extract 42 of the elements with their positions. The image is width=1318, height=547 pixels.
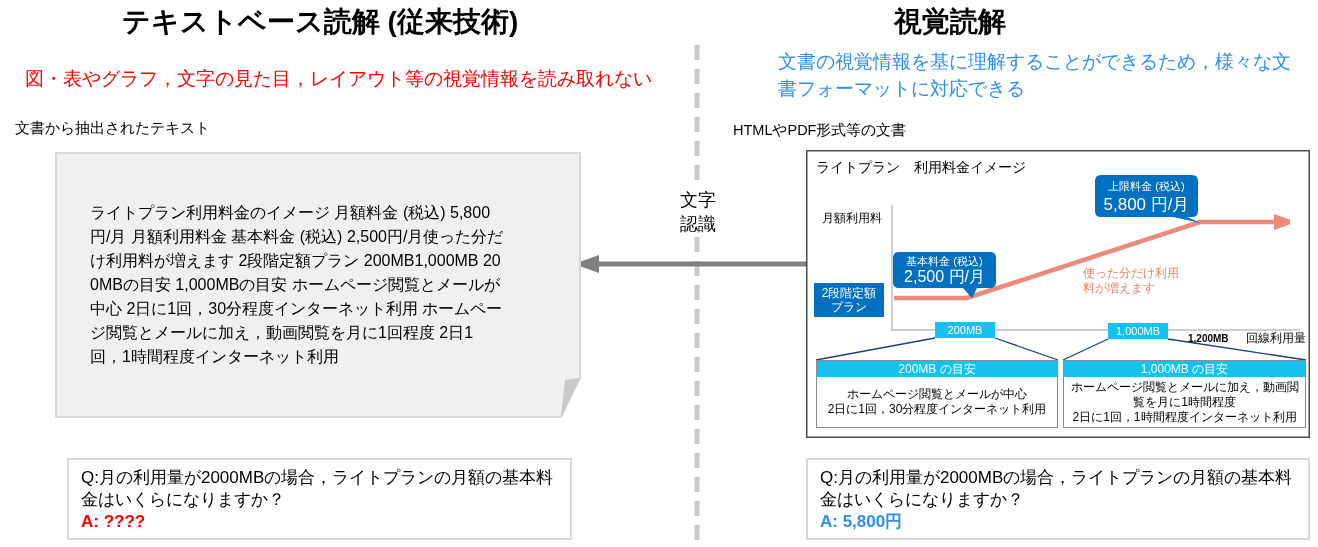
qa-box [67, 458, 572, 540]
axis-label: 月額利用料 [822, 211, 882, 225]
column-heading: 視覚読解 [894, 5, 1006, 39]
axis-label: 回線利用量 [1246, 331, 1306, 346]
caption-text: HTMLやPDF形式等の文書 [733, 121, 907, 139]
text-panel [55, 152, 581, 418]
card-note: 2日に1回，1時間程度インターネット利用 [1072, 409, 1297, 425]
column-heading: テキストベース読解 (従来技術) [121, 5, 519, 39]
limitation-note: 図・表やグラフ，文字の見た目，レイアウト等の視覚情報を読み取れない [25, 67, 652, 90]
card-note: ホームページ閲覧とメールが中心 [847, 387, 1027, 402]
connector-line [815, 337, 936, 361]
card-note: 2日に1回，30分程度インターネット利用 [827, 402, 1047, 417]
card-note: ホームページ閲覧とメールに加え，動画閲覧を月に1時間程度 [1069, 379, 1300, 410]
info-card [1063, 360, 1306, 428]
usage-tag: 200MB [935, 322, 995, 338]
answer-text: A: 5,800円 [820, 511, 903, 533]
connector-line [1167, 338, 1307, 361]
document-frame [806, 150, 1310, 438]
advantage-note: 文書の視覚情報を基に理解することができるため，様々な文書フォーマットに対応できる [778, 50, 1292, 101]
chart-title: ライトプラン 利用料金イメージ [816, 159, 1026, 175]
edge-label: 文字認識 [677, 188, 719, 236]
price-value: 2,500 円/月 [904, 268, 985, 286]
card-header: 1,000MB の目安 [1064, 361, 1305, 377]
callout-label: 上限料金 (税込) [1108, 180, 1185, 193]
connector-line [1062, 338, 1109, 361]
info-card [816, 360, 1058, 428]
extracted-text: ライトプラン利用料金のイメージ 月額料金 (税込) 5,800円/月 月額利用料金 基本料金 (税込) 2,500円/月使った分だけ利用料が増えます 2段階定額プラン 200MB1,000MB 200MBの目安 1,000MBの目安 ホームページ閲覧とメールが中心 2日に1回，30分程度インターネット利用 ホームページ閲覧とメールに加え，動画閲覧を月に1回程度 2日1回，1時間程度インターネット利用 [90, 203, 504, 367]
card-header: 200MB の目安 [817, 361, 1057, 377]
price-value: 5,800 円/月 [1103, 195, 1190, 215]
connector-line [994, 337, 1059, 361]
plan-label: 2段階定額プラン [814, 283, 884, 317]
callout-label: 基本料金 (税込) [906, 255, 983, 268]
tick-label: 1,200MB [1188, 332, 1229, 345]
answer-text: A: ???? [81, 511, 146, 533]
question-text: Q:月の利用量が2000MBの場合，ライトプランの月額の基本料金はいくらになりますか？ [81, 467, 555, 511]
price-callout [1095, 175, 1202, 223]
trend-note: 使った分だけ利用料が増えます [1083, 266, 1180, 296]
caption-text: 文書から抽出されたテキスト [15, 119, 210, 137]
usage-tag: 1,000MB [1108, 323, 1168, 339]
price-callout [893, 252, 996, 298]
qa-box [806, 458, 1310, 540]
question-text: Q:月の利用量が2000MBの場合，ライトプランの月額の基本料金はいくらになりますか？ [820, 467, 1294, 511]
